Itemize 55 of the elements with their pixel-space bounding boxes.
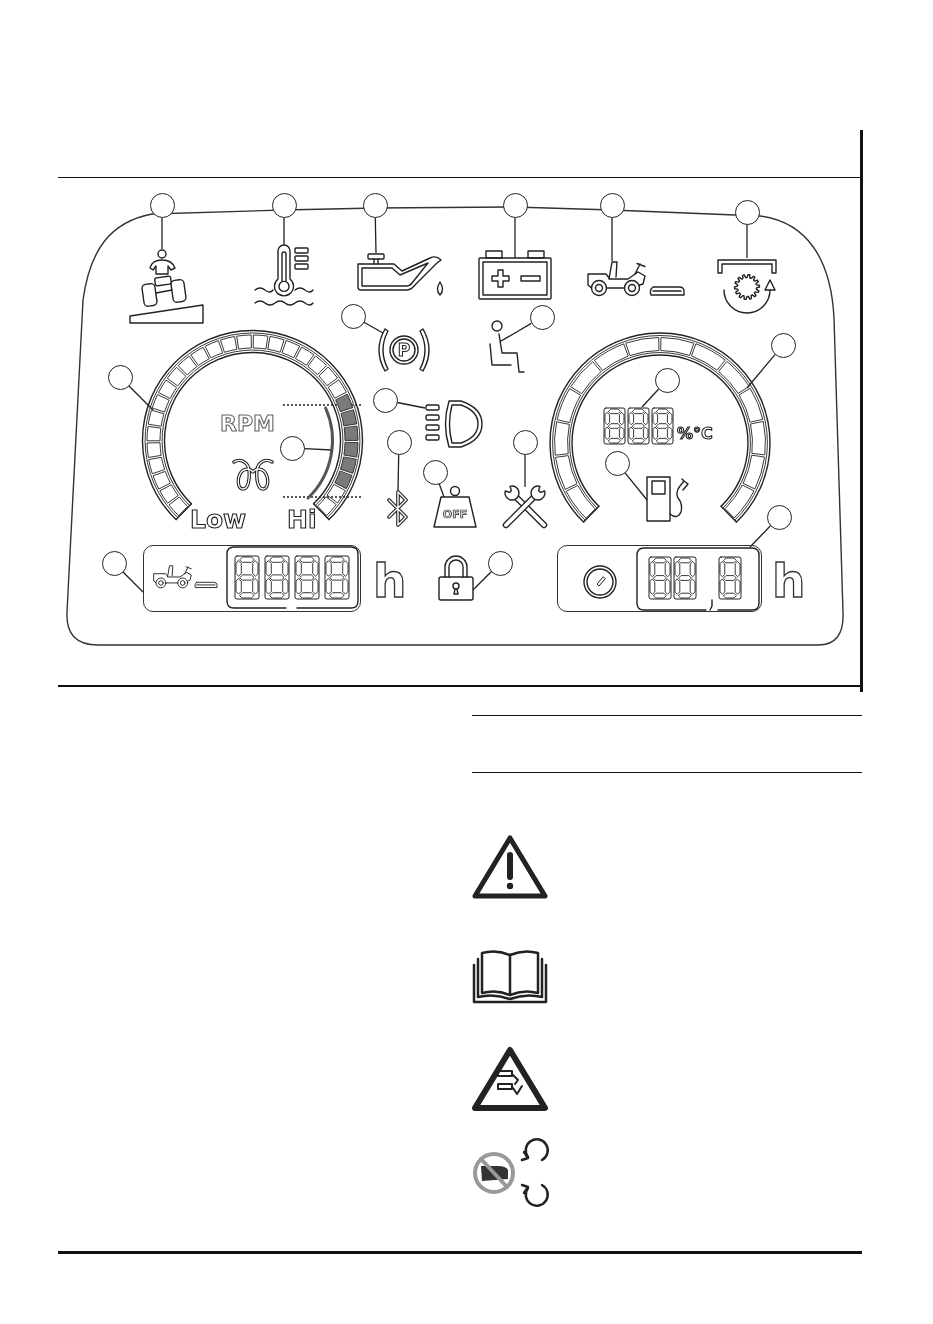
unit-label: h [373,557,407,604]
callout-circle [362,192,388,218]
leader-line [128,385,154,411]
callout-circle [149,192,175,218]
callout-circle [372,387,398,413]
segmented-arc-gauge [548,331,772,521]
gear-rotation-icon [716,258,778,314]
callout-circle [107,364,133,390]
padlock-icon [437,555,475,601]
fuel-pump-icon [646,476,690,522]
crossed-tools-icon [503,484,547,528]
riding-mower-icon [587,261,687,297]
callout-circle [101,550,127,576]
callout-circle [386,429,412,455]
leader-line [514,216,516,259]
leader-line [397,453,400,492]
callout-circle [502,192,528,218]
leader-line [161,216,163,250]
seven-segment-display [636,547,760,611]
callout-circle [512,429,538,455]
leader-line [746,353,776,389]
headlight-icon [425,398,483,450]
callout-circle [529,304,555,330]
scale-end-label: Hi [287,507,317,532]
callout-circle [770,332,796,358]
leader-line [514,322,532,334]
callout-circle [340,303,366,329]
leader-line [749,525,771,548]
callout-circle [487,550,513,576]
thermometer-icon [253,245,315,307]
leader-line [524,453,526,488]
gauge-title: RPM [220,413,275,435]
callout-circle [766,504,792,530]
leader-line [122,571,144,593]
leader-line [374,216,377,254]
wireless-icon [386,490,410,528]
leader-line [283,216,285,246]
scale-end-label: Low [190,507,247,532]
callout-circle [422,459,448,485]
callout-circle [599,192,625,218]
leader-line [611,216,613,262]
leader-line [472,571,492,591]
vehicle-on-slope-icon [129,249,205,325]
leader-line [624,472,648,501]
callout-circle [271,192,297,218]
leader-line [641,388,660,408]
battery-icon [478,250,552,300]
leader-line [396,401,426,409]
leader-line [746,223,748,259]
seated-person-icon [488,320,528,374]
leader-line [303,447,333,451]
leader-line [363,321,384,334]
callout-circle [734,199,760,225]
unit-label: h [772,557,806,604]
hour-meter-panel [143,545,361,612]
